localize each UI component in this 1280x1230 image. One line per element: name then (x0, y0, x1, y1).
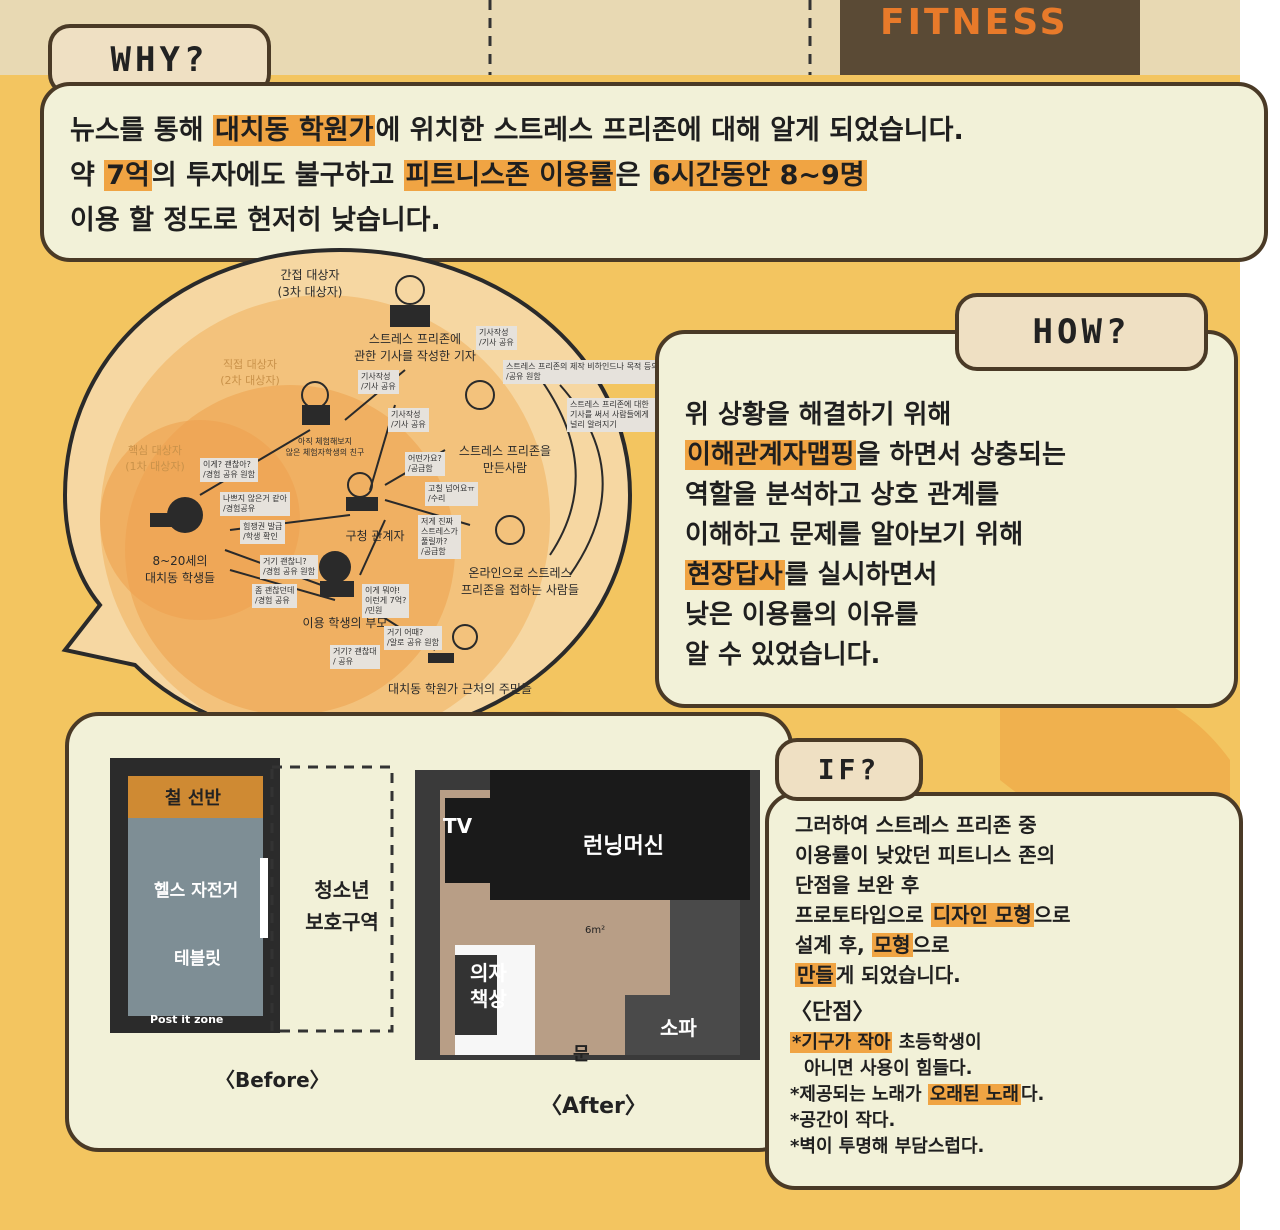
youth-zone-border (270, 765, 394, 1033)
treadmill-label: 런닝머신 (583, 834, 664, 859)
flaws-list: 〈단점〉 *기구가 작아 초등학생이 아니면 사용이 힘들다. *제공되는 노래… (790, 1000, 1190, 1160)
door-marker (260, 858, 268, 938)
treadmill-block (490, 770, 750, 900)
if-line: 이용률이 낮았던 피트니스 존의 (795, 843, 1056, 867)
how-line: 이해관계자맵핑을 하면서 상충되는 (685, 440, 1066, 470)
after-floor-plan: TV 런닝머신 6m² 의자 책상 소파 문 (415, 770, 760, 1065)
fitness-photo (840, 0, 1140, 75)
area-label: 6m² (585, 925, 606, 936)
if-tag: IF? (775, 738, 923, 801)
map-note: 어떤가요? /공급함 (405, 452, 445, 476)
flaw-item: *공간이 작다. (790, 1110, 896, 1131)
map-note: 거기 괜찮니? /경험 공유 원함 (260, 555, 318, 579)
map-note: 좀 괜찮던데 /경험 공유 (252, 584, 298, 608)
map-note: 이게? 괜찮아? /경험 공유 원함 (200, 458, 258, 482)
before-floor-plan: 철 선반 헬스 자전거 테블릿 Post it zone (110, 758, 280, 1033)
how-line: 역할을 분석하고 상호 관계를 (685, 480, 1000, 510)
actor-official: 구청 관계자 (345, 529, 405, 543)
how-tag: HOW? (955, 293, 1208, 371)
how-panel (655, 330, 1238, 708)
after-caption: 〈After〉 (540, 1094, 647, 1119)
post-it-label: Post it zone (150, 1013, 224, 1026)
map-note: 나쁘지 않은거 같아 /경험공유 (220, 492, 290, 516)
why-line-3: 이용 할 정도로 현저히 낮습니다. (70, 205, 441, 236)
chair-block (455, 955, 497, 1035)
map-note: 고칠 넘어요ㅠ /수리 (425, 482, 478, 506)
map-note: 거기 어때? /알로 공유 원함 (384, 626, 442, 650)
outer-ring-title: 간접 대상자(3차 대상자) (277, 268, 343, 299)
shelf-block (128, 776, 263, 818)
why-line-1: 뉴스를 통해 대치동 학원가에 위치한 스트레스 프리존에 대해 알게 되었습니… (70, 115, 964, 146)
bike-label: 헬스 자전거 (154, 881, 239, 901)
actor-residents: 대치동 학원가 근처의 주민들 (388, 682, 532, 696)
map-note: 기사작성 /기사 공유 (358, 370, 399, 394)
map-note: 저게 진짜 스트레스가 풀릴까? /공급함 (418, 515, 461, 559)
middle-ring-title: 직접 대상자(2차 대상자) (220, 358, 280, 387)
tv-block (445, 798, 490, 883)
map-note: 기사작성 /기사 공유 (476, 326, 517, 350)
actor-creator: 스트레스 프리존을 만든사람 (458, 444, 552, 475)
if-line: 단점을 보완 후 (795, 873, 920, 897)
how-line: 낮은 이용률의 이유를 (685, 600, 919, 630)
if-panel (765, 792, 1243, 1190)
actor-online: 온라인으로 스트레스 프리존을 접하는 사람들 (460, 566, 580, 597)
sofa-label: 소파 (660, 1016, 697, 1040)
chair-desk-label: 의자 책상 (470, 961, 507, 1011)
fitness-sign: FITNESS (880, 2, 1069, 43)
map-note: 스트레스 프리존에 대한 기사를 써서 사람들에게 널리 알려지기 (567, 398, 663, 432)
sofa-block (625, 995, 740, 1055)
before-caption: 〈Before〉 (215, 1068, 330, 1092)
actor-students: 8~20세의 대치동 학생들 (144, 554, 216, 585)
how-text: 위 상황을 해결하기 위해 이해관계자맵핑을 하면서 상충되는 역할을 분석하고… (685, 395, 1225, 675)
how-line: 위 상황을 해결하기 위해 (685, 400, 952, 430)
if-line: 그러하여 스트레스 프리존 중 (795, 813, 1037, 837)
actor-friend: 아직 체험해보지 않은 체험자학생의 친구 (285, 437, 365, 457)
tv-label: TV (443, 814, 473, 838)
why-line-2: 약 7억의 투자에도 불구하고 피트니스존 이용률은 6시간동안 8~9명 (70, 160, 867, 191)
flaw-item: *벽이 투명해 부담스럽다. (790, 1136, 985, 1157)
flaw-item: *기구가 작아 초등학생이 (790, 1032, 982, 1053)
youth-zone-label: 청소년 보호구역 (305, 878, 379, 934)
how-line: 현장답사를 실시하면서 (685, 560, 938, 590)
inner-ring-title: 핵심 대상자(1차 대상자) (125, 444, 185, 473)
why-text: 뉴스를 통해 대치동 학원가에 위치한 스트레스 프리존에 대해 알게 되었습니… (70, 108, 1220, 243)
flaws-title: 〈단점〉 (790, 1000, 875, 1025)
actor-reporter: 스트레스 프리존에 관한 기사를 작성한 기자 (354, 332, 476, 363)
shelf-label: 철 선반 (165, 788, 221, 809)
map-note: 기사작성 /기사 공유 (388, 408, 429, 432)
map-note: 힘쟁권 발급 /학생 확인 (240, 520, 286, 544)
how-line: 이해하고 문제를 알아보기 위해 (685, 520, 1024, 550)
map-note: 거기? 괜찮대 / 공유 (330, 645, 380, 669)
if-text: 그러하여 스트레스 프리존 중 이용률이 낮았던 피트니스 존의 단점을 보완 … (795, 810, 1195, 990)
map-note: 이게 뭐야! 이런게 7억? /민원 (362, 584, 410, 618)
speech-bubble (61, 247, 633, 745)
how-line: 알 수 있었습니다. (685, 640, 881, 670)
door-label: 문 (573, 1044, 590, 1065)
table-label: 테블릿 (174, 949, 221, 969)
flaw-item: 아니면 사용이 힘들다. (804, 1058, 973, 1079)
actor-parent: 이용 학생의 부모 (302, 616, 388, 630)
sofa-side-block (670, 900, 740, 995)
